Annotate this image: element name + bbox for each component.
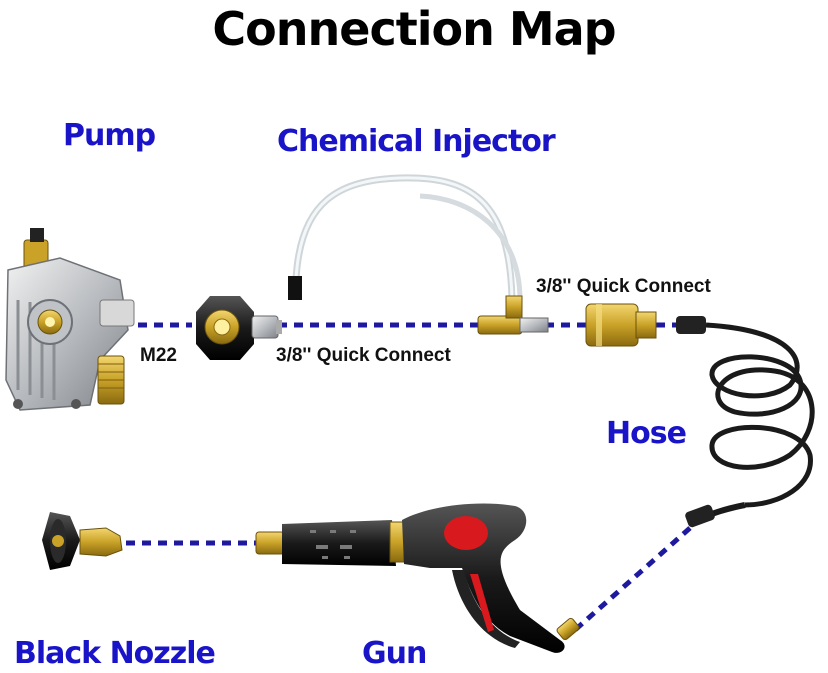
- quick-connect-label-upper: 3/8'' Quick Connect: [536, 276, 711, 297]
- black-nozzle-illustration: [42, 512, 123, 570]
- gun-label: Gun: [362, 636, 427, 671]
- pump-label: Pump: [63, 118, 156, 153]
- spray-gun-illustration: [255, 503, 580, 653]
- m22-fitting-label: M22: [140, 345, 177, 366]
- page-title: Connection Map: [212, 2, 616, 56]
- hose-illustration: [676, 316, 815, 528]
- pump-illustration: [5, 228, 135, 411]
- hose-label: Hose: [606, 416, 687, 451]
- quick-connect-label-lower: 3/8'' Quick Connect: [276, 345, 451, 366]
- connector-hose-to-gun: [573, 526, 692, 632]
- connector-lines: [126, 322, 692, 632]
- chemical-injector-illustration: [288, 174, 549, 335]
- black-nozzle-label: Black Nozzle: [14, 636, 216, 671]
- chemical-injector-label: Chemical Injector: [277, 124, 556, 159]
- m22-coupler-illustration: [196, 296, 282, 360]
- quick-connect-coupler-illustration: [585, 303, 657, 347]
